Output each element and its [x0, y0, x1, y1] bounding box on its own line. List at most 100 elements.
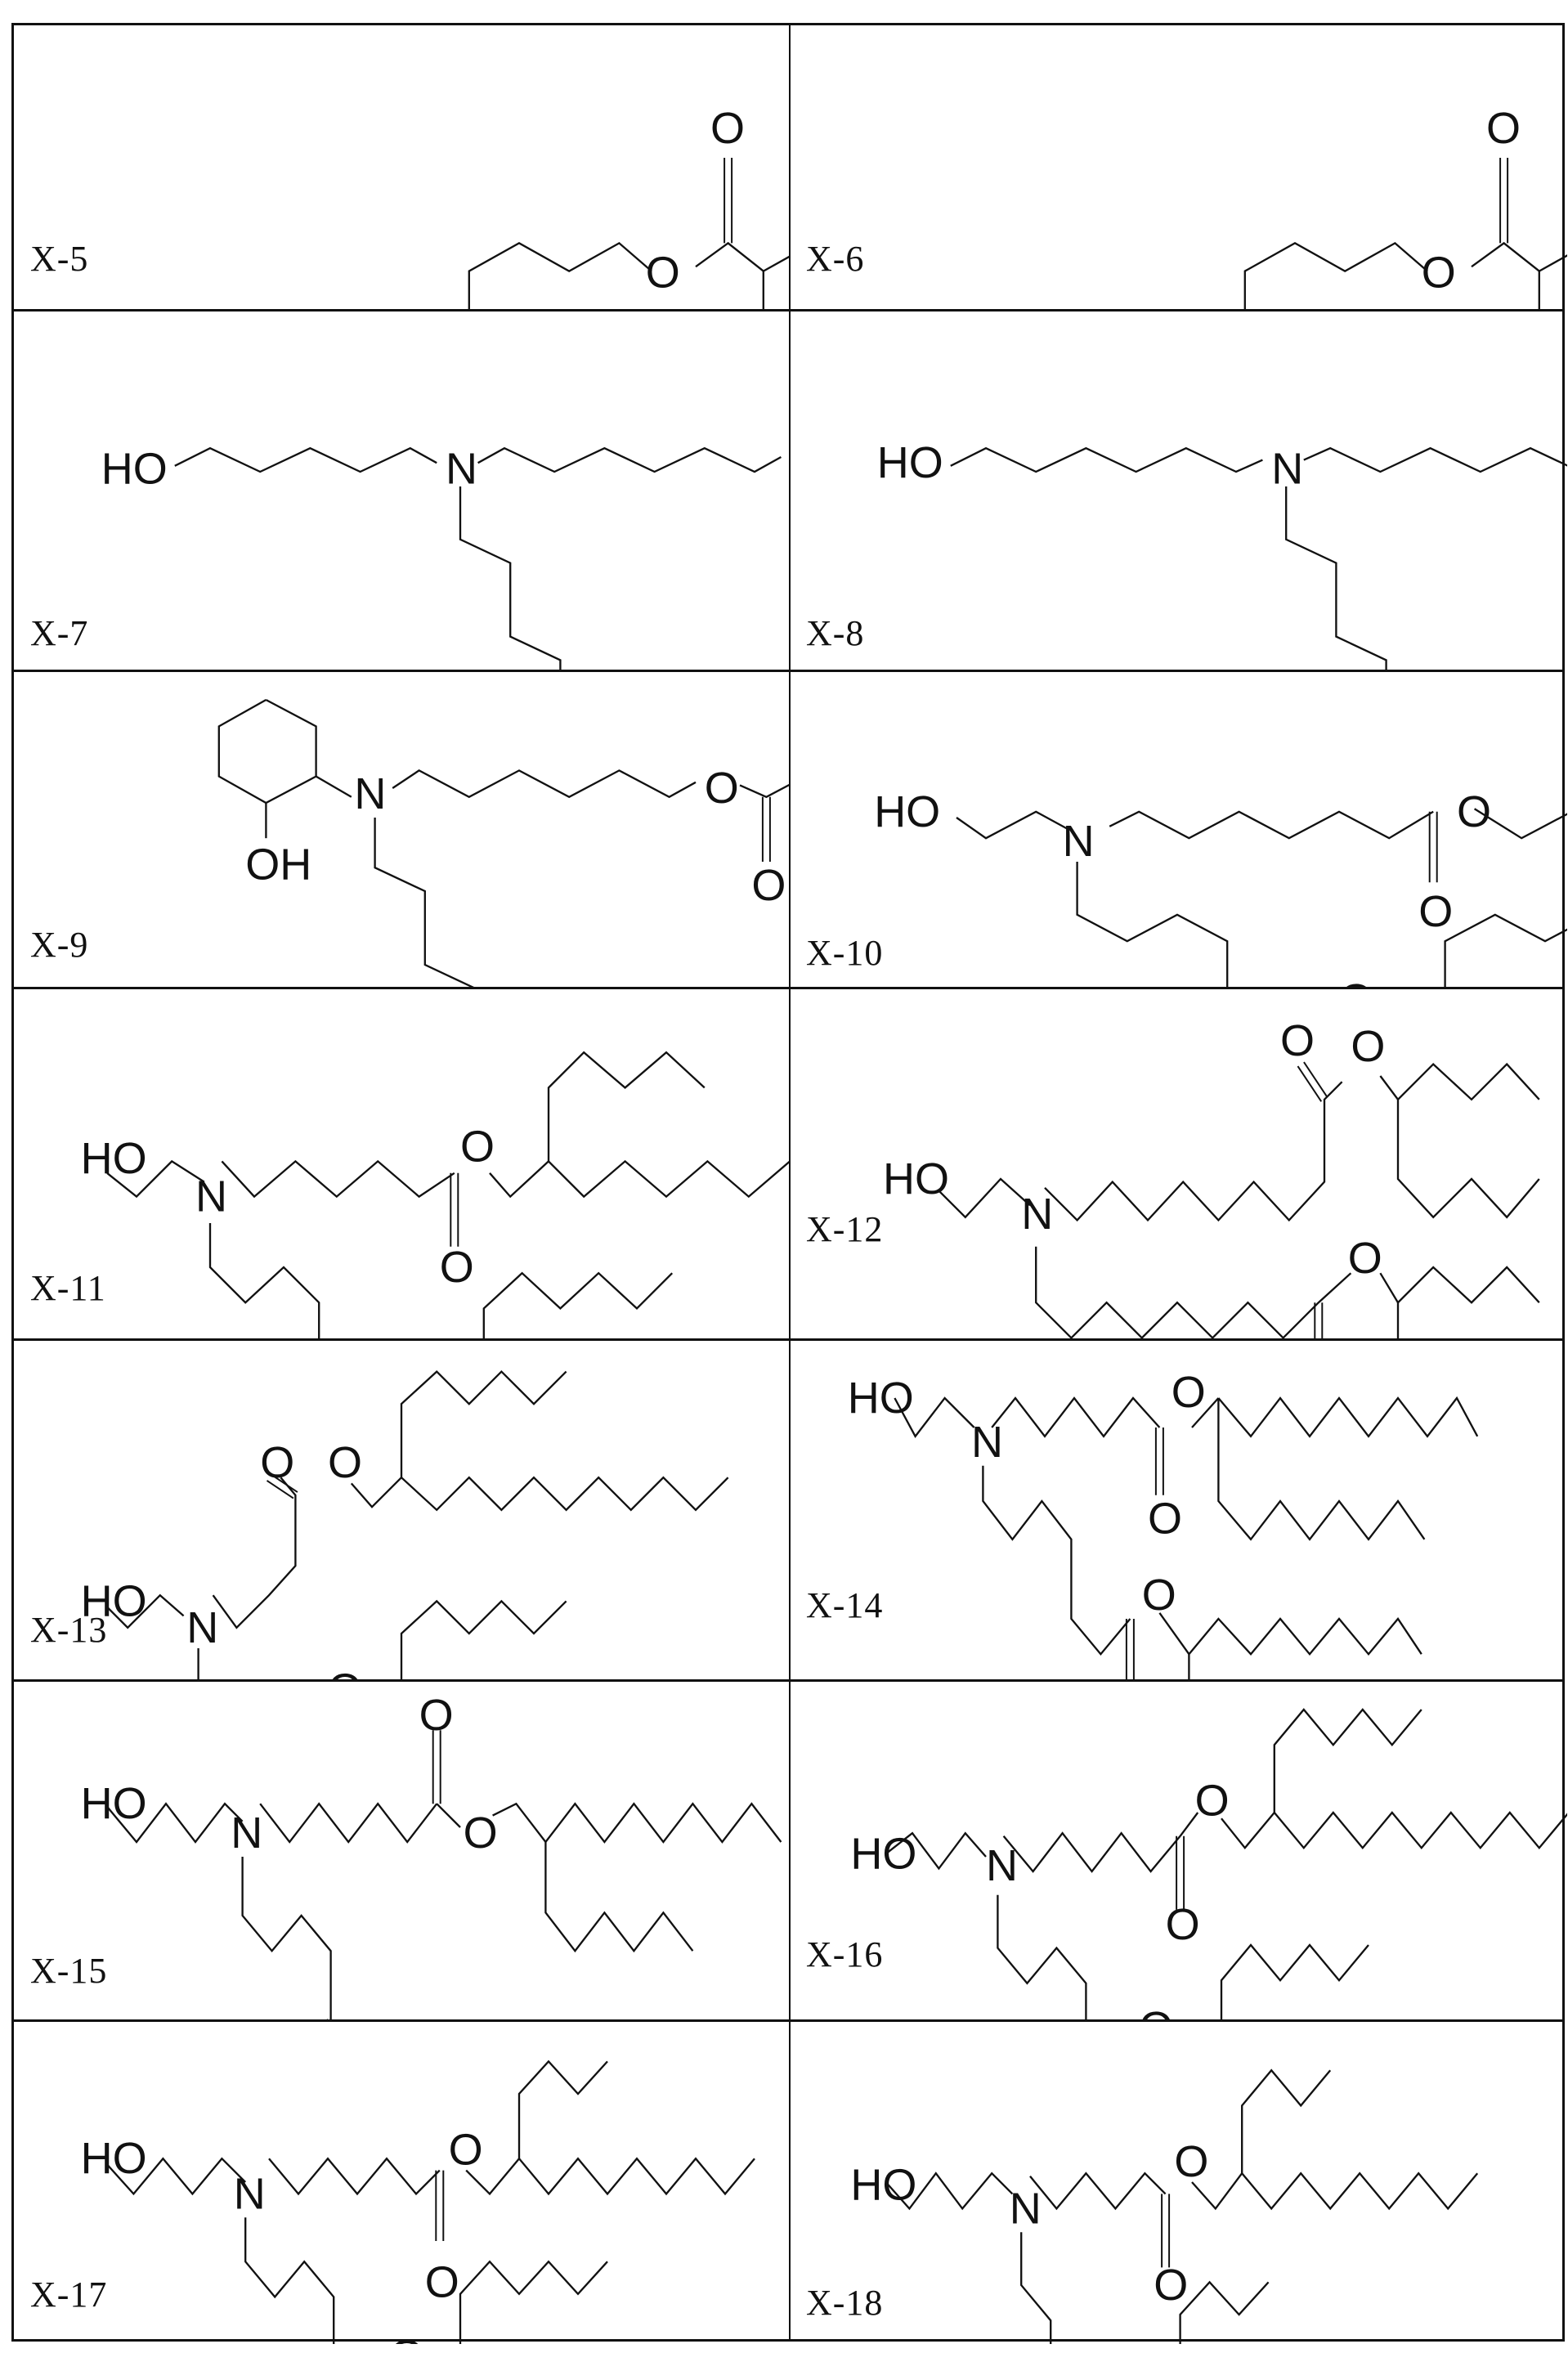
- atom-label-n: N: [446, 444, 477, 493]
- bond-chain: [518, 2157, 755, 2196]
- atom-label-o: O: [1486, 104, 1521, 153]
- atom-label-ho: HO: [81, 1779, 147, 1828]
- bond-chain: [241, 1856, 332, 2020]
- bond-chain: [392, 769, 697, 799]
- bond-chain: [1241, 2068, 1332, 2174]
- atom-label-o: O: [440, 1243, 474, 1292]
- atom-label-ho: HO: [101, 444, 168, 493]
- compound-cell-x-18: HONOOOOX-18: [790, 2020, 1567, 2344]
- atom-label-ho: HO: [81, 2134, 147, 2183]
- compound-cell-x-8: HONOOOOX-8: [790, 310, 1567, 670]
- row-divider: [14, 987, 1562, 989]
- compound-structure-table: HONOOOOX-5HONOOOOX-6HONOOOOX-7HONOOOOX-8…: [11, 23, 1567, 2344]
- bond-chain: [106, 1593, 185, 1629]
- atom-label-ho: HO: [874, 787, 940, 836]
- bond-chain: [1217, 1397, 1426, 1541]
- chemical-structure-drawing: HONOOOO: [874, 787, 1567, 988]
- bond-chain: [400, 1369, 567, 1478]
- bond-chain: [174, 446, 437, 473]
- row-divider: [14, 1679, 1562, 1682]
- bond-chain: [374, 817, 477, 988]
- bond-chain: [106, 2157, 247, 2196]
- row-divider: [14, 670, 1562, 672]
- atom-label-o: O: [460, 1122, 495, 1171]
- atom-label-n: N: [354, 769, 386, 818]
- atom-label-o: O: [390, 2331, 424, 2344]
- bond-chain: [401, 1476, 729, 1512]
- compound-label: X-16: [806, 1934, 884, 1974]
- compound-cell-x-15: HONOOOOX-15: [14, 1680, 790, 2020]
- bond-chain: [1076, 861, 1229, 988]
- bond-chain: [1473, 808, 1567, 840]
- bond-chain: [1471, 241, 1567, 273]
- compound-cell-x-10: HONOOOOX-10: [790, 670, 1567, 988]
- atom-label-o: O: [260, 1438, 294, 1487]
- row-divider: [14, 309, 1562, 311]
- chemical-structure-drawing: HONOOOO: [883, 1016, 1540, 1339]
- compound-label: X-11: [30, 1268, 106, 1308]
- bond-chain: [1273, 1811, 1567, 1850]
- bond-chain: [1396, 1302, 1400, 1339]
- bond-chain: [1444, 913, 1567, 988]
- bond-chain: [1109, 810, 1434, 840]
- compound-label: X-6: [806, 239, 865, 279]
- compound-cell-x-14: HONOOOOX-14: [790, 1339, 1567, 1680]
- bond-chain: [739, 783, 790, 799]
- compound-label: X-8: [806, 613, 865, 653]
- atom-label-ho: HO: [850, 1829, 916, 1878]
- bond-chain: [465, 2158, 520, 2196]
- bond-chain: [547, 1051, 706, 1162]
- bond-chain: [244, 2217, 335, 2344]
- bond-chain: [492, 1802, 782, 1844]
- bond-chain: [459, 486, 562, 670]
- bond-chain: [459, 2260, 608, 2344]
- bond-chain: [544, 1841, 694, 1953]
- bond-chain: [1538, 271, 1540, 310]
- bond-chain: [468, 241, 652, 310]
- bond-chain: [212, 1477, 297, 1629]
- compound-label: X-12: [806, 1209, 884, 1249]
- atom-label-ho: HO: [883, 1154, 949, 1203]
- double-bond: [266, 1480, 294, 1499]
- atom-label-n: N: [186, 1603, 218, 1652]
- double-bond: [1303, 1061, 1328, 1098]
- atom-label-o: O: [1174, 2137, 1208, 2186]
- atom-label-n: N: [195, 1172, 227, 1221]
- compound-cell-x-6: HONOOOOX-6: [790, 25, 1567, 310]
- bond-chain: [956, 810, 1069, 840]
- bond-chain: [197, 1647, 199, 1680]
- atom-label-n: N: [1010, 2184, 1042, 2233]
- bond-chain: [221, 1159, 455, 1199]
- bond-chain: [1243, 241, 1428, 310]
- atom-label-o: O: [1172, 1368, 1206, 1417]
- bond-chain: [1179, 1812, 1199, 1837]
- compound-cell-x-5: HONOOOOX-5: [14, 25, 790, 310]
- chemical-structure-drawing: NOHOOOO: [217, 698, 790, 988]
- atom-label-o: O: [419, 1691, 454, 1740]
- atom-label-o: O: [425, 2257, 459, 2306]
- atom-label-o: O: [1280, 1016, 1315, 1065]
- compound-cell-x-9: NOHOOOOX-9: [14, 670, 790, 988]
- bond-chain: [982, 1465, 1131, 1656]
- bond-chain: [997, 1894, 1087, 2020]
- bond-chain: [489, 1160, 549, 1199]
- bond-chain: [950, 446, 1263, 473]
- row-divider: [14, 1338, 1562, 1341]
- bond-chain: [885, 1831, 987, 1871]
- bond-chain: [1285, 486, 1387, 670]
- chemical-structure-drawing: HONOOOO: [850, 2068, 1479, 2344]
- atom-label-ho: HO: [877, 438, 943, 487]
- double-bond: [270, 1473, 298, 1493]
- compound-label: X-17: [30, 2275, 108, 2315]
- chemical-structure-drawing: HONOOOO: [850, 1708, 1567, 2020]
- chemical-structure-drawing: HONOOOO: [81, 2059, 755, 2344]
- bond-chain: [1217, 1396, 1479, 1438]
- bond-chain: [1179, 2280, 1270, 2344]
- atom-label-n: N: [1063, 817, 1095, 866]
- atom-label-o: O: [1339, 975, 1373, 988]
- atom-label-o: O: [751, 861, 786, 910]
- atom-label-n: N: [234, 2169, 266, 2218]
- double-bond: [1297, 1065, 1323, 1102]
- chemical-structure-drawing: HONOOOO: [81, 1369, 729, 1680]
- chemical-structure-drawing: HONOOOO: [468, 104, 790, 310]
